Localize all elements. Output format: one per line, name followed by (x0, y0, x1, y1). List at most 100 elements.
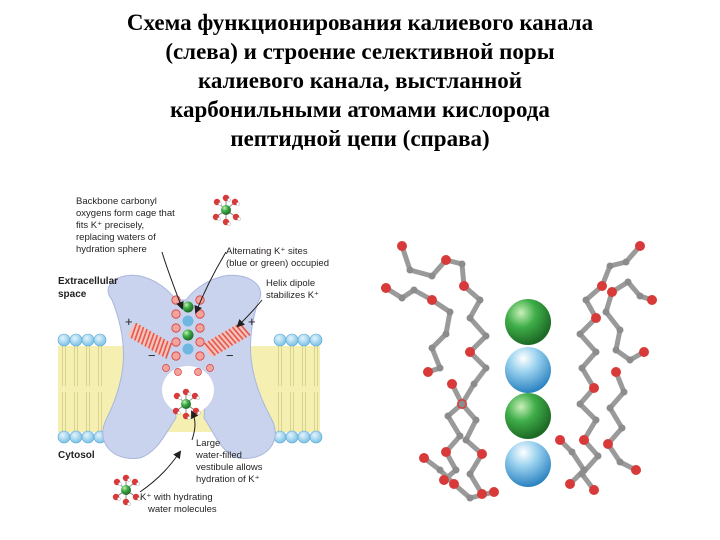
water-hydrogen (117, 497, 121, 501)
oxygen-atom (631, 465, 641, 475)
potassium-channel-diagram: + + − − Backbone carbonyl oxygens form c… (57, 194, 329, 515)
carbonyl-oxygen (194, 368, 202, 376)
helix-turn (204, 342, 216, 356)
carbonyl-oxygen (171, 323, 181, 333)
carbon-atom (576, 330, 584, 338)
carbonyl-oxygen (206, 364, 214, 372)
label-helix-dipole: Helix dipole stabilizes K⁺ (266, 278, 319, 301)
bond (443, 309, 453, 337)
carbon-atom (606, 262, 614, 270)
carbon-atom (580, 466, 588, 474)
potassium-ion-blue-2 (505, 441, 551, 487)
lipid-head (69, 430, 83, 444)
carbonyl-oxygen (195, 337, 205, 347)
carbon-atom (444, 412, 452, 420)
minus-sign-right: − (226, 348, 234, 363)
bond (607, 389, 627, 411)
plus-sign-left: + (125, 314, 133, 329)
carbon-atom (458, 400, 466, 408)
oxygen-atom (465, 347, 475, 357)
arrow-vestibule (191, 410, 199, 441)
bond (607, 405, 625, 431)
helix-turn (217, 334, 230, 348)
bond (429, 345, 443, 371)
carbon-atom (620, 388, 628, 396)
carbon-atom (436, 466, 444, 474)
helix-turn (133, 324, 141, 341)
helix-turn (214, 336, 227, 350)
oxygen-atom (635, 241, 645, 251)
carbonyl-oxygen (171, 309, 181, 319)
water-hydrogen (237, 217, 241, 221)
oxygen-atom (477, 449, 487, 459)
water-hydrogen (178, 396, 182, 400)
bond (467, 315, 489, 339)
lipid-head (57, 333, 71, 347)
oxygen-atom (639, 347, 649, 357)
helix-turn (224, 330, 237, 344)
water-hydrogen (127, 478, 131, 482)
carbon-atom (612, 346, 620, 354)
minus-sign-left: − (148, 348, 156, 363)
carbonyl-oxygen (171, 337, 181, 347)
bond (445, 413, 463, 439)
lipid-head (309, 430, 323, 444)
filter-ion-green (182, 329, 194, 341)
title-line-5: пептидной цепи (справа) (230, 126, 490, 151)
helix-turn (154, 336, 162, 353)
label-cytosol: Cytosol (58, 450, 95, 461)
helix-turn (207, 340, 220, 354)
oxygen-atom (441, 447, 451, 457)
bond (603, 309, 623, 333)
selectivity-filter (162, 295, 214, 376)
lipid-head (273, 333, 287, 347)
carbon-atom (582, 296, 590, 304)
title-line-4: карбонильными атомами кислорода (170, 97, 550, 122)
lipid-head (309, 333, 323, 347)
helix-turn (140, 328, 148, 345)
oxygen-atom (427, 295, 437, 305)
carbon-atom (616, 326, 624, 334)
potassium-ion-green-2 (505, 393, 551, 439)
oxygen-atom (589, 383, 599, 393)
hydrated-ion-vestibule (172, 388, 201, 420)
helix-turn (147, 332, 155, 349)
carbon-atom (592, 348, 600, 356)
title-line-3: калиевого канала, выстланной (197, 68, 523, 93)
oxygen-atom (597, 281, 607, 291)
oxygen-atom (397, 241, 407, 251)
water-hydrogen (236, 202, 240, 206)
carbon-atom (576, 400, 584, 408)
carbon-atom (466, 314, 474, 322)
oxygen-atom (441, 255, 451, 265)
filter-ion-blue (182, 315, 194, 327)
carbon-atom (482, 364, 490, 372)
oxygen-atom (439, 475, 449, 485)
label-vestibule: Large water-filled vestibule allows hydr… (195, 438, 265, 485)
carbon-atom (456, 432, 464, 440)
oxygen-atom (565, 479, 575, 489)
carbon-atom (626, 356, 634, 364)
oxygen-atom (449, 479, 459, 489)
carbon-atom (466, 494, 474, 502)
oxygen-atom (603, 439, 613, 449)
helix-turn (228, 328, 241, 342)
carbonyl-oxygen (195, 309, 205, 319)
title-line-2: (слева) и строение селективной поры (165, 39, 555, 64)
carbonyl-oxygen (171, 351, 181, 361)
carbon-atom (578, 364, 586, 372)
membrane-heads-top (57, 333, 323, 347)
carbon-atom (472, 416, 480, 424)
water-hydrogen (187, 416, 191, 420)
water-hydrogen (137, 497, 141, 501)
carbonyl-oxygen (174, 368, 182, 376)
lipid-head (285, 430, 299, 444)
helix-turn (144, 330, 152, 347)
potassium-ion (121, 485, 131, 495)
carbon-atom (606, 404, 614, 412)
carbon-atom (618, 424, 626, 432)
potassium-ion (181, 399, 191, 409)
carbon-atom (406, 266, 414, 274)
lipid-head (69, 333, 83, 347)
carbon-atom (636, 292, 644, 300)
